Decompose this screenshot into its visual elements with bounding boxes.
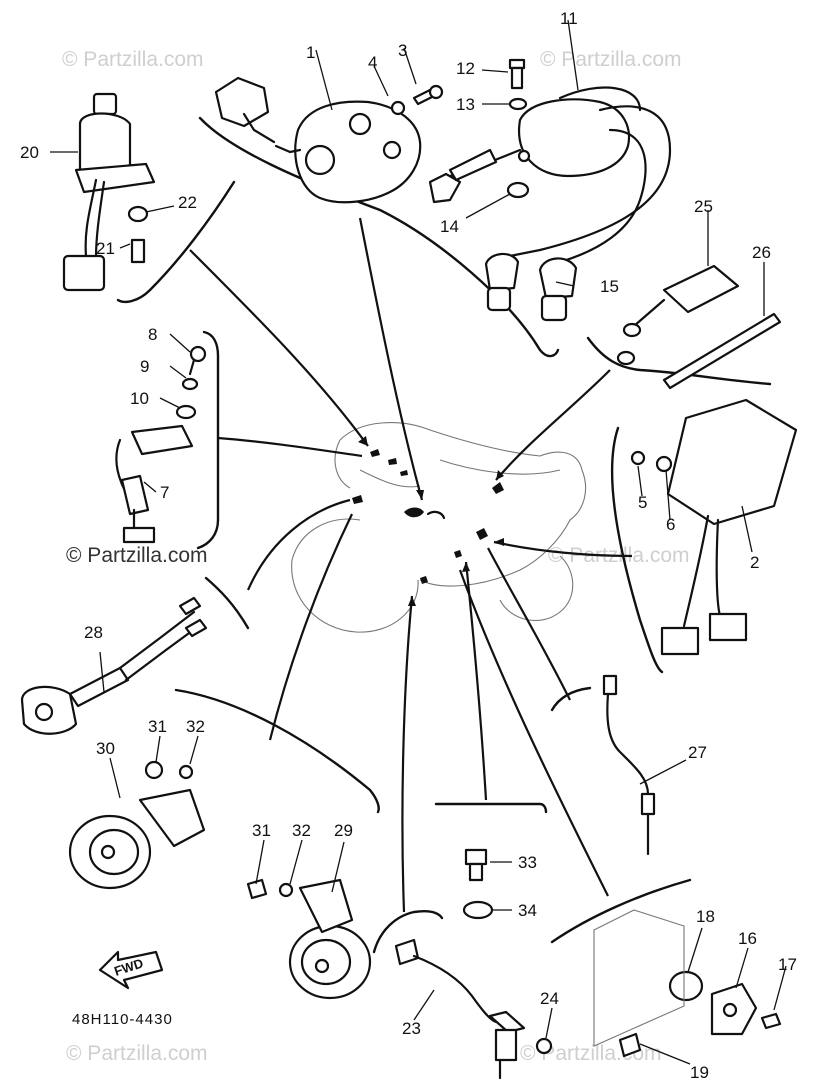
callout-15: 15: [600, 277, 619, 296]
watermark-top-left: © Partzilla.com: [62, 48, 204, 71]
callout-2: 2: [750, 553, 759, 572]
callout-leaders: [50, 19, 787, 1065]
part-32-washer-a: [178, 764, 194, 780]
watermark-top-right: © Partzilla.com: [540, 48, 682, 71]
callout-9: 9: [140, 357, 149, 376]
part-3-bolt: [412, 84, 444, 106]
part-31-bolt-b: [246, 878, 268, 900]
callout-30: 30: [96, 739, 115, 758]
callout-14: 14: [440, 217, 459, 236]
callout-33: 33: [518, 853, 537, 872]
callout-19: 19: [690, 1063, 709, 1082]
callout-12: 12: [456, 59, 475, 78]
part-6-collar: [655, 455, 673, 473]
callout-16: 16: [738, 929, 757, 948]
part-18-gasket: [668, 970, 704, 1002]
part-26-band: [662, 312, 782, 390]
watermark-middle: © Partzilla.com: [66, 544, 208, 567]
drawing-code: 48H110-4430: [72, 1011, 173, 1028]
part-17-screw: [760, 1012, 782, 1030]
motorcycle-outline: [291, 422, 587, 633]
callout-3: 3: [398, 41, 407, 60]
callout-10: 10: [130, 389, 149, 408]
callout-26: 26: [752, 243, 771, 262]
callout-6: 6: [666, 515, 675, 534]
part-27-sensor: [602, 674, 656, 856]
callout-22: 22: [178, 193, 197, 212]
callout-24: 24: [540, 989, 559, 1008]
part-22-nut: [127, 205, 149, 223]
part-14-grommet: [506, 181, 530, 199]
leader-lines: [189, 217, 633, 913]
part-4-washer: [390, 100, 406, 116]
part-31-bolt-a: [144, 760, 164, 780]
callout-21: 21: [96, 239, 115, 258]
part-21-bolt: [130, 238, 146, 264]
location-markers: [352, 449, 504, 584]
callout-4: 4: [368, 53, 377, 72]
group-brackets: [116, 116, 772, 954]
callout-17: 17: [778, 955, 797, 974]
callout-7: 7: [160, 483, 169, 502]
callout-5: 5: [638, 493, 647, 512]
callout-11: 11: [560, 9, 578, 28]
callout-32a: 32: [186, 717, 205, 736]
part-32-washer-b: [278, 882, 294, 898]
callout-8: 8: [148, 325, 157, 344]
callout-numbers: 1 2 3 4 5 6 7 8 9 10 11 12 13 14 15 16 1…: [20, 9, 797, 1082]
callout-34: 34: [518, 901, 537, 920]
callout-25: 25: [694, 197, 713, 216]
part-16-cover: [710, 982, 758, 1036]
part-11-ignition-coil: [428, 86, 672, 264]
callout-18: 18: [696, 907, 715, 926]
part-25-sensor: [616, 264, 740, 366]
callout-28: 28: [84, 623, 103, 642]
callout-32b: 32: [292, 821, 311, 840]
part-24-bolt: [535, 1037, 553, 1055]
part-28-switch: [20, 596, 208, 735]
part-20-main-switch: [62, 92, 156, 292]
part-33-switch: [464, 848, 488, 882]
callout-29: 29: [334, 821, 353, 840]
callout-31b: 31: [252, 821, 271, 840]
part-23-sensor: [394, 938, 526, 1080]
part-8-screw: [188, 345, 207, 376]
callout-31a: 31: [148, 717, 167, 736]
part-7-relay: [115, 424, 194, 544]
part-9-washer: [181, 377, 199, 391]
part-34-washer: [462, 900, 494, 920]
part-12-bolt: [508, 58, 526, 90]
part-30-horn: [68, 788, 206, 890]
part-29-horn: [288, 878, 372, 1000]
watermark-bottom-left: © Partzilla.com: [66, 1042, 208, 1065]
callout-23: 23: [402, 1019, 421, 1038]
part-1-switch-unit: [214, 76, 422, 204]
callout-20: 20: [20, 143, 39, 162]
part-10-collar: [175, 404, 197, 420]
callout-27: 27: [688, 743, 707, 762]
part-15-plug-caps: [484, 252, 578, 322]
part-19-bracket: [593, 909, 685, 1058]
part-2-cdi-unit: [660, 398, 798, 656]
fwd-arrow-icon: FWD: [98, 950, 164, 990]
part-5-bolt: [630, 450, 646, 466]
callout-13: 13: [456, 95, 475, 114]
part-13-washer: [508, 97, 528, 111]
callout-1: 1: [306, 43, 315, 62]
